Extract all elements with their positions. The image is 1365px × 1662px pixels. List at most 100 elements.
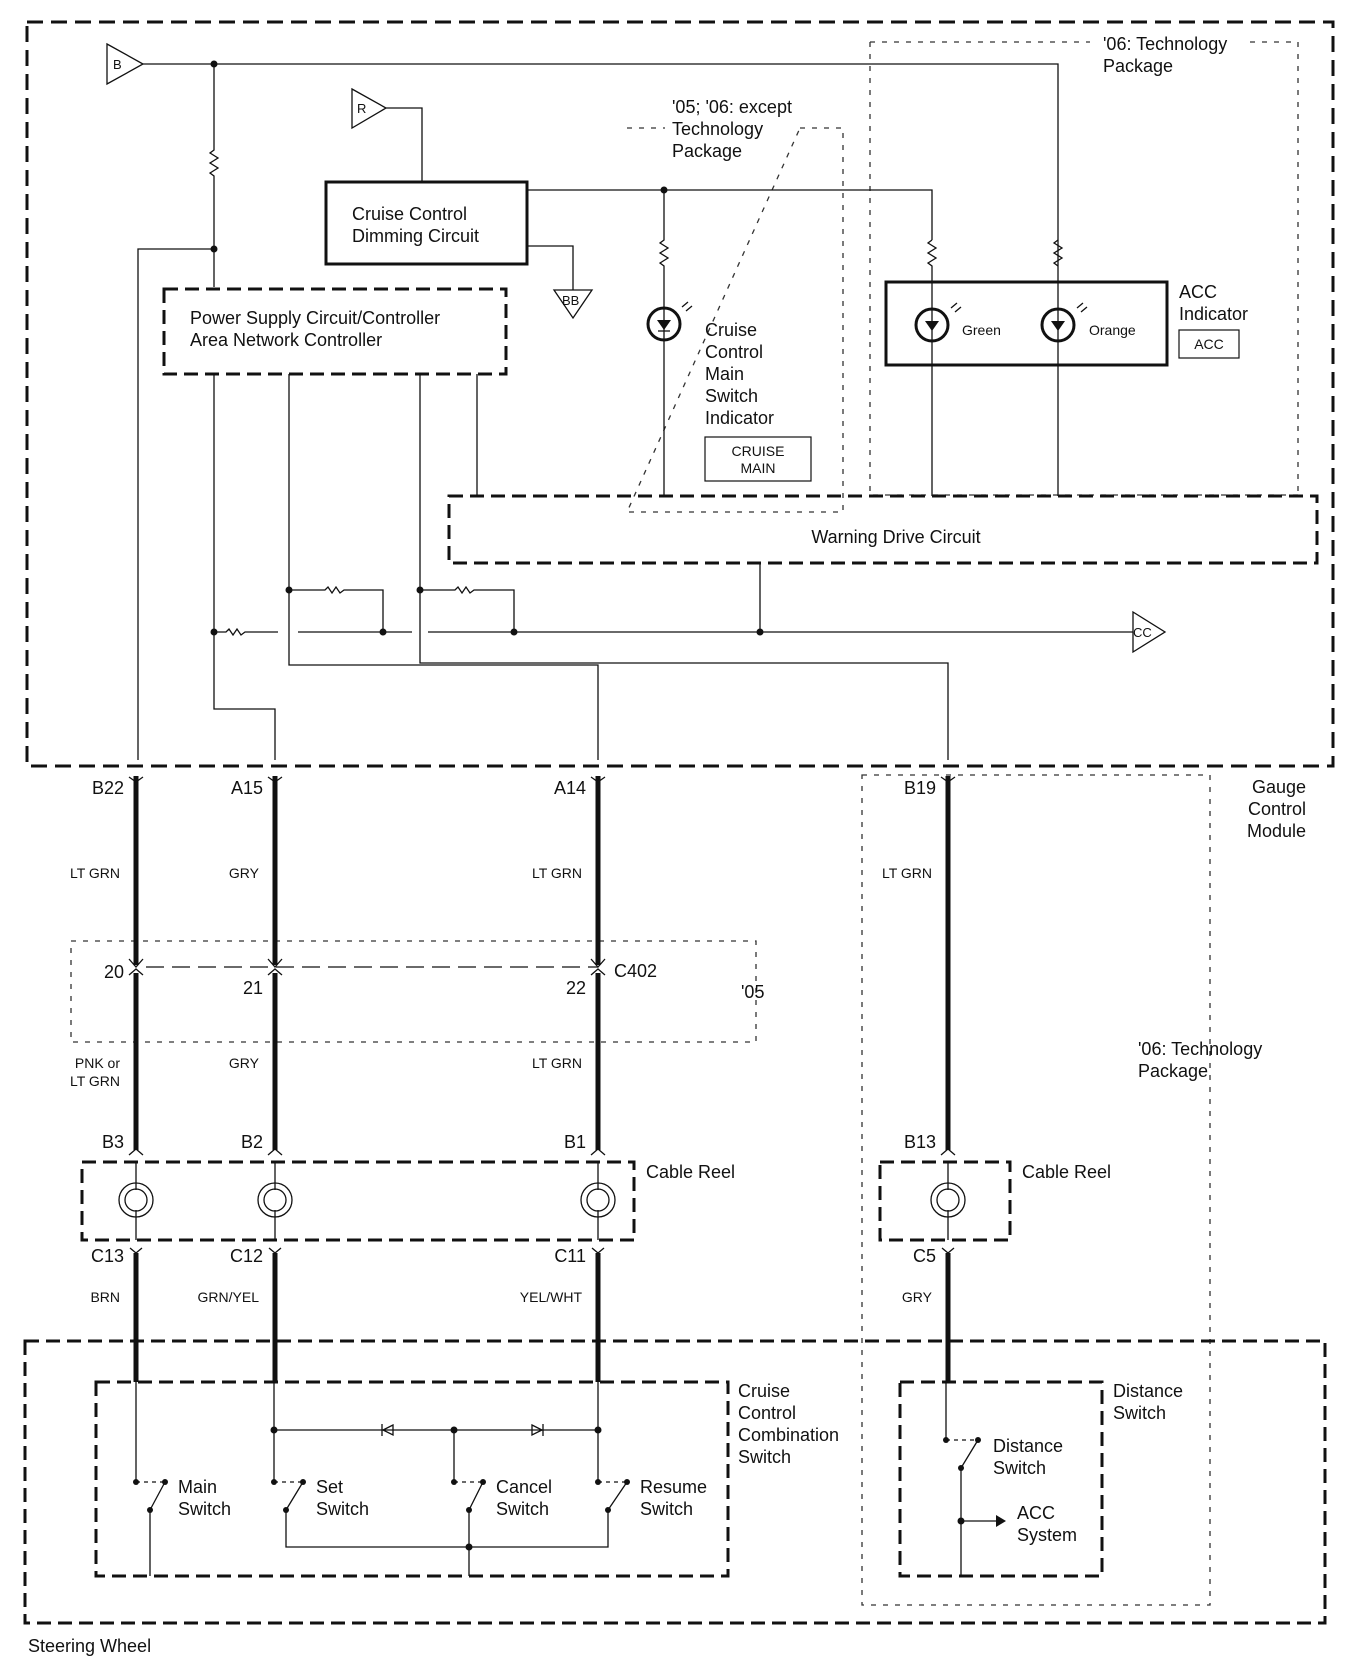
wire-b19-internal <box>419 374 949 760</box>
wire-b-bus <box>143 63 1059 496</box>
reel-in-pin-label: B1 <box>564 1132 586 1152</box>
cable-reel-box <box>80 1160 636 1242</box>
acc-system-label-1: ACC <box>1017 1503 1055 1523</box>
led-green-icon <box>914 302 962 343</box>
distance-switch-label-2: Switch <box>993 1458 1046 1478</box>
cable-reel-label-2: Cable Reel <box>1022 1162 1111 1182</box>
diode-2-icon <box>531 1423 544 1437</box>
power-supply-controller <box>162 287 508 376</box>
acc-badge-label: ACC <box>1194 336 1224 352</box>
switch-group: MainSwitchSetSwitchCancelSwitchResumeSwi… <box>133 1477 707 1519</box>
tech06-top-region <box>870 41 1299 495</box>
cruise-main-badge-1: CRUISE <box>732 443 785 459</box>
tech06-top-region-edge <box>869 42 1298 496</box>
gcm-pin-label: A15 <box>231 778 263 798</box>
except-tech-region <box>625 127 844 513</box>
resistor-cruise-main <box>658 190 670 496</box>
cruise-main-label-2: Control <box>705 342 763 362</box>
cable-reel-box-2 <box>878 1160 1012 1242</box>
ref-r-icon: R <box>351 87 388 130</box>
acc-indicator-label-2: Indicator <box>1179 304 1248 324</box>
svg-text:R: R <box>357 101 366 116</box>
wire-color-label-3: BRN <box>90 1289 120 1305</box>
c402-label: C402 <box>614 961 657 981</box>
reel-in-pin-label: B3 <box>102 1132 124 1152</box>
wire-color-label: GRY <box>229 865 260 881</box>
acc-badge <box>1178 329 1240 359</box>
except-tech-label-2: Technology <box>672 119 763 139</box>
gcm-pin-label: B19 <box>904 778 936 798</box>
cruise-main-label-5: Indicator <box>705 408 774 428</box>
resistor-a15-pullup <box>289 585 384 632</box>
power-supply-label-1: Power Supply Circuit/Controller <box>190 308 440 328</box>
c402-05-region <box>70 940 757 1043</box>
wire-color-label: LT GRN <box>882 865 932 881</box>
warning-drive-circuit <box>447 494 1319 565</box>
svg-text:CC: CC <box>1133 625 1152 640</box>
distance-switch-box <box>898 1380 1104 1578</box>
acc-system-arrow-icon <box>996 1515 1006 1527</box>
distance-box-label-1: Distance <box>1113 1381 1183 1401</box>
tech06-top-label-1: '06: Technology <box>1103 34 1227 54</box>
wire-color-label: LT GRN <box>532 865 582 881</box>
switch-label: Switch <box>316 1499 369 1519</box>
wire-color-label: LT GRN <box>70 865 120 881</box>
gcm-label-line1: Gauge <box>1252 777 1306 797</box>
distance-switch-icon[interactable] <box>943 1437 981 1471</box>
switch-label: Switch <box>640 1499 693 1519</box>
cruise-dimming-label-1: Cruise Control <box>352 204 467 224</box>
reel-in-pin-label: B13 <box>904 1132 936 1152</box>
wire-color-label-2: PNK or <box>75 1055 120 1071</box>
tech06-top-label-2: Package <box>1103 56 1173 76</box>
c402-pin-label: 20 <box>104 962 124 982</box>
tech06-bottom-region <box>861 774 1211 1606</box>
warning-drive-label: Warning Drive Circuit <box>811 527 980 547</box>
cruise-main-badge <box>704 436 812 482</box>
acc-system-label-2: System <box>1017 1525 1077 1545</box>
svg-text:BB: BB <box>562 293 579 308</box>
led-orange-label: Orange <box>1089 322 1136 338</box>
reel-out-pin-label: C11 <box>554 1246 586 1266</box>
resistor-a14-pullup <box>420 585 515 632</box>
reel-out-pin-label: C13 <box>91 1246 124 1266</box>
cruise-main-badge-2: MAIN <box>741 460 776 476</box>
tech06-bottom-label-1: '06: Technology <box>1138 1039 1262 1059</box>
led-cruise-main-icon <box>646 301 693 342</box>
wire-color-label-2: LT GRN <box>532 1055 582 1071</box>
gcm-label-line3: Module <box>1247 821 1306 841</box>
wire-color-label-2: GRY <box>229 1055 260 1071</box>
gcm-label: Gauge Control Module <box>1247 777 1306 841</box>
wire-color-label-2: LT GRN <box>70 1073 120 1089</box>
cruise-dimming-label-2: Dimming Circuit <box>352 226 479 246</box>
cruise-dimming-circuit <box>324 180 529 266</box>
resistor-green <box>926 239 938 496</box>
ref-cc-icon: CC <box>1132 610 1167 654</box>
cruise-main-label-3: Main <box>705 364 744 384</box>
switch-label: Resume <box>640 1477 707 1497</box>
acc-indicator-label-1: ACC <box>1179 282 1217 302</box>
except-tech-label-1: '05; '06: except <box>672 97 792 117</box>
wire-color-label-3: GRN/YEL <box>198 1289 260 1305</box>
ref-bb-ground-icon: BB <box>552 289 594 320</box>
wire-a15-internal <box>213 374 276 760</box>
switch-label: Switch <box>178 1499 231 1519</box>
distance-box-label-2: Switch <box>1113 1403 1166 1423</box>
acc-indicator-box <box>884 280 1169 367</box>
gcm-pin-label: B22 <box>92 778 124 798</box>
gcm-pin-label: A14 <box>554 778 586 798</box>
reel-out-pin-label: C12 <box>230 1246 263 1266</box>
y05-label: '05 <box>741 982 764 1002</box>
resistor-b <box>208 64 220 287</box>
c402-pin-label: 21 <box>243 978 263 998</box>
power-supply-label-2: Area Network Controller <box>190 330 382 350</box>
